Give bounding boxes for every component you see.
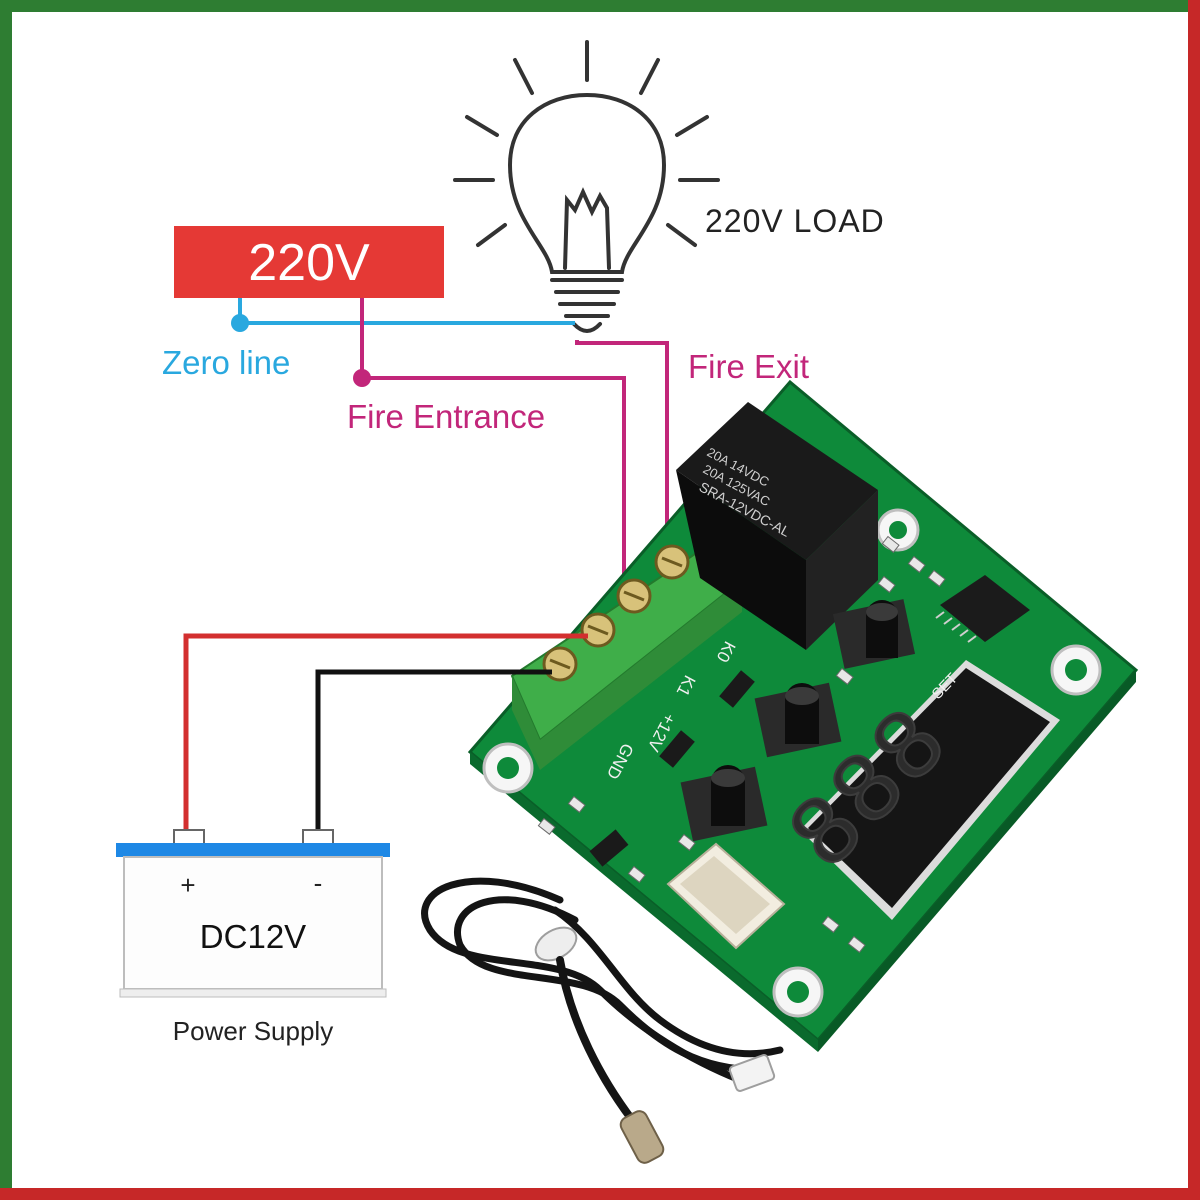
mounting-hole: [1050, 644, 1102, 696]
screw-terminal-block: [510, 538, 744, 770]
push-button: [832, 599, 916, 669]
dc-negative-wire: [315, 669, 552, 834]
power-supply-label: Power Supply: [173, 1016, 333, 1046]
battery-voltage-label: DC12V: [200, 918, 306, 955]
fire-entrance-label: Fire Entrance: [347, 398, 545, 435]
battery-plus-label: +: [180, 870, 195, 900]
terminal-screw: [580, 612, 616, 648]
temperature-probe: [421, 877, 784, 1164]
zero-line-label: Zero line: [162, 344, 290, 381]
dc-positive-wire: [183, 633, 588, 834]
battery-minus-label: -: [314, 868, 323, 898]
relay: 20A 14VDC 20A 125VAC SRA-12VDC-AL: [676, 402, 878, 650]
mounting-hole: [482, 742, 534, 794]
thermostat-board: 20A 14VDC 20A 125VAC SRA-12VDC-AL K0 K1 …: [467, 379, 1139, 1052]
frame-bottom-border: [0, 1188, 1200, 1200]
source-voltage-label: 220V: [248, 234, 370, 292]
frame-right-border: [1188, 0, 1200, 1200]
source-voltage-box: [174, 226, 444, 298]
fire-entrance-wire: [353, 298, 626, 596]
light-bulb-icon: [453, 40, 720, 333]
zero-line-wire: [231, 298, 575, 332]
terminal-screw: [654, 544, 690, 580]
fire-exit-wire: [575, 340, 669, 560]
push-button: [754, 682, 842, 758]
sensor-connector: [666, 842, 786, 950]
load-label: 220V LOAD: [705, 203, 885, 239]
terminal-screw: [542, 646, 578, 682]
push-button: [680, 765, 768, 842]
frame-left-border: [0, 0, 12, 1200]
fire-exit-label: Fire Exit: [688, 348, 809, 385]
frame-top-border: [0, 0, 1200, 12]
microcontroller-chip: [935, 575, 1030, 643]
mounting-hole: [772, 966, 824, 1018]
battery-icon: [116, 829, 390, 998]
terminal-screw: [616, 578, 652, 614]
transistors: [589, 670, 755, 867]
